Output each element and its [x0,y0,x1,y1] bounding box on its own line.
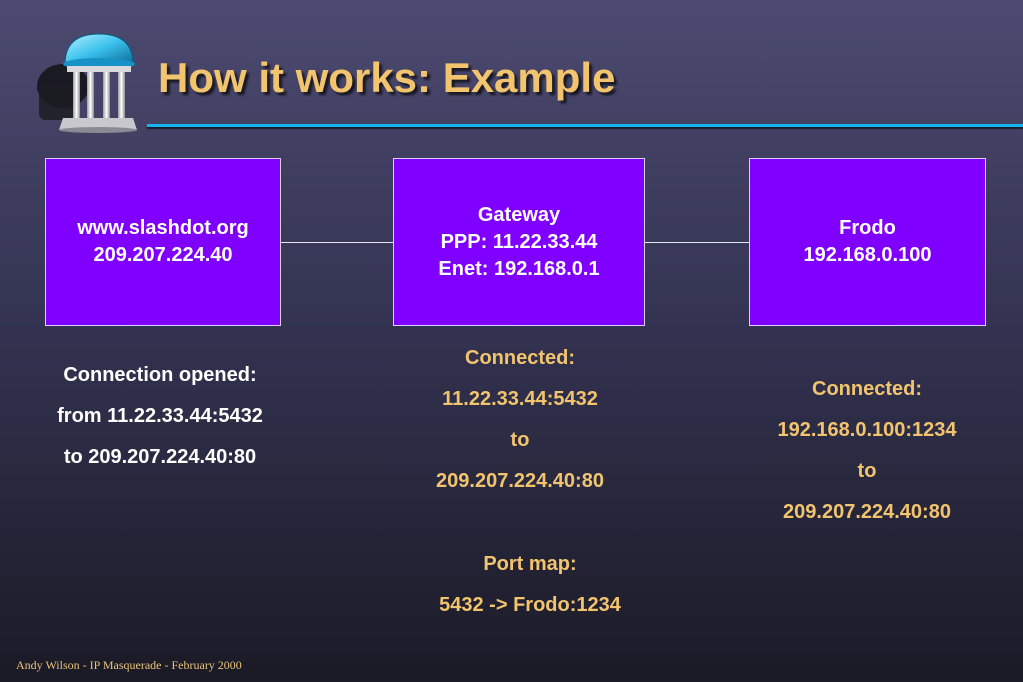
server-hostname: www.slashdot.org [77,217,249,239]
connector-server-gateway [281,242,393,243]
gateway-info-line: Connected: [465,347,575,369]
frodo-info-line: 192.168.0.100:1234 [777,419,957,441]
gazebo-logo-icon [37,33,137,133]
gateway-info-line: 209.207.224.40:80 [436,470,604,492]
frodo-connection-info: Connected: 192.168.0.100:1234 to 209.207… [727,369,1007,533]
server-info-line: from 11.22.33.44:5432 [57,405,263,427]
server-ip: 209.207.224.40 [93,244,233,266]
frodo-label: Frodo [839,217,896,239]
server-info-line: Connection opened: [63,364,257,386]
frodo-info-line: Connected: [812,378,922,400]
server-node-box: www.slashdot.org 209.207.224.40 [45,158,281,326]
frodo-node-box: Frodo 192.168.0.100 [749,158,986,326]
gateway-info-line: to [510,429,530,451]
server-info-line: to 209.207.224.40:80 [63,446,257,468]
slide-footer: Andy Wilson - IP Masquerade - February 2… [16,658,242,672]
port-map-line: Port map: [483,553,577,575]
frodo-info-line: to [857,460,877,482]
port-map-info: Port map: 5432 -> Frodo:1234 [390,544,670,626]
frodo-ip: 192.168.0.100 [803,244,932,266]
port-map-line: 5432 -> Frodo:1234 [439,594,621,616]
gateway-label: Gateway [477,203,561,226]
title-underline [147,124,1023,127]
gateway-node-box: Gateway PPP: 11.22.33.44 Enet: 192.168.0… [393,158,645,326]
frodo-info-line: 209.207.224.40:80 [783,501,951,523]
connector-gateway-frodo [645,242,749,243]
slide-title: How it works: Example [158,54,616,101]
gateway-info-line: 11.22.33.44:5432 [442,388,598,410]
gateway-ppp-address: PPP: 11.22.33.44 [440,230,598,253]
server-connection-info: Connection opened: from 11.22.33.44:5432… [20,355,300,478]
gateway-connection-info: Connected: 11.22.33.44:5432 to 209.207.2… [380,338,660,502]
gateway-enet-address: Enet: 192.168.0.1 [438,257,600,280]
